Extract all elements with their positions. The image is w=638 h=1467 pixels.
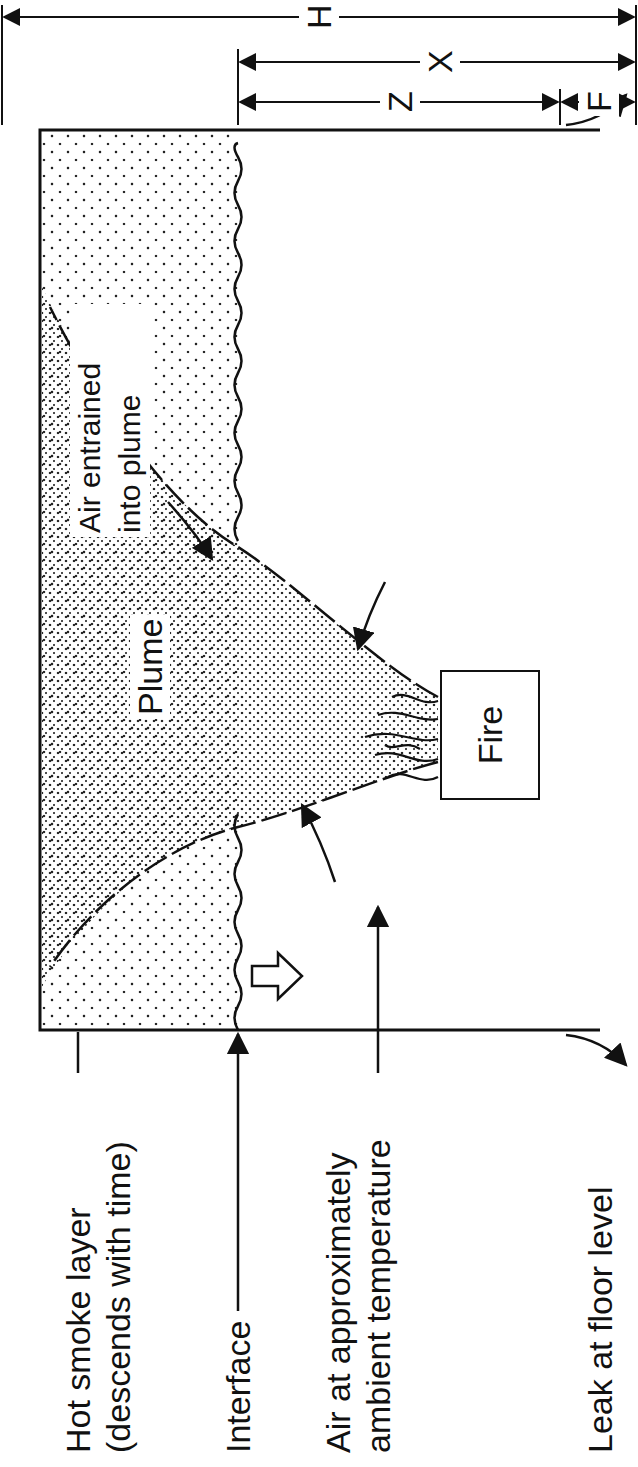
descending-arrow <box>252 953 302 999</box>
leak-arrow <box>566 1035 626 1065</box>
plume-label: Plume <box>130 615 170 719</box>
flame <box>388 774 438 780</box>
extension-line <box>1 5 3 125</box>
leader-arrow <box>237 1034 240 1311</box>
layer-label: Hot smoke layer (descends with time) <box>58 1083 138 1453</box>
smoke-plume <box>42 287 438 987</box>
leader-line <box>77 1032 80 1073</box>
leader-arrow <box>377 907 380 1073</box>
plume-edge <box>50 762 438 967</box>
flames <box>365 695 438 780</box>
entrainment-arrow <box>302 805 335 882</box>
node-text: Fire <box>470 706 510 765</box>
extension-line <box>237 49 239 125</box>
flame <box>392 695 438 702</box>
dimension-label: F <box>579 87 619 116</box>
leak-arrows <box>566 95 626 1065</box>
flame <box>375 753 438 761</box>
layer-label: Interface <box>218 1321 258 1453</box>
entrainment-arrow <box>168 502 212 559</box>
leak-label: Leak at floor level <box>580 1187 620 1454</box>
interface-line <box>235 143 242 1030</box>
entrainment-arrows <box>168 502 385 882</box>
extension-line <box>635 5 637 125</box>
flame <box>365 734 438 740</box>
layer-label: Air at approximately ambient temperature <box>318 1083 398 1453</box>
dimension-label: Z <box>380 87 420 116</box>
dimension-label: H <box>299 0 339 33</box>
room-walls <box>40 130 600 1030</box>
interface-wave <box>235 143 242 541</box>
dimension-label: X <box>420 46 460 77</box>
fire-box: Fire <box>440 670 540 800</box>
plume-note: Air entrained into plume <box>70 304 150 537</box>
entrainment-arrow <box>358 582 385 649</box>
extension-line <box>559 89 561 125</box>
flame <box>385 745 420 749</box>
flame <box>378 713 438 720</box>
interface-wave <box>235 814 242 1030</box>
